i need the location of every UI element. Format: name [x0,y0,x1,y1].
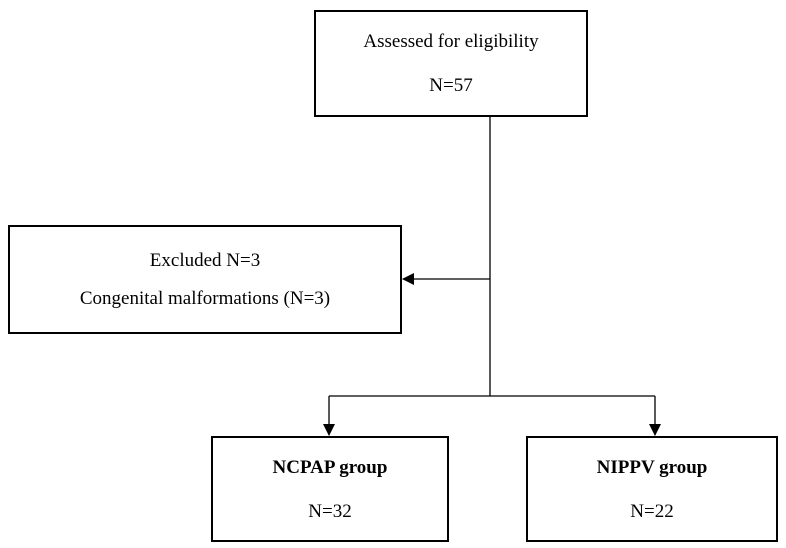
ncpap-group-count: N=32 [308,500,352,522]
ncpap-group-title: NCPAP group [272,456,388,478]
ncpap-group-box: NCPAP group N=32 [211,436,449,542]
nippv-group-count: N=22 [630,500,674,522]
assessed-count: N=57 [429,75,473,96]
nippv-group-box: NIPPV group N=22 [526,436,778,542]
nippv-group-title: NIPPV group [596,456,708,478]
excluded-reason: Congenital malformations (N=3) [79,288,331,309]
excluded-label: Excluded N=3 [149,250,261,271]
assessed-label: Assessed for eligibility [363,31,539,52]
assessed-box: Assessed for eligibility N=57 [314,10,588,117]
excluded-box: Excluded N=3 Congenital malformations (N… [8,225,402,334]
